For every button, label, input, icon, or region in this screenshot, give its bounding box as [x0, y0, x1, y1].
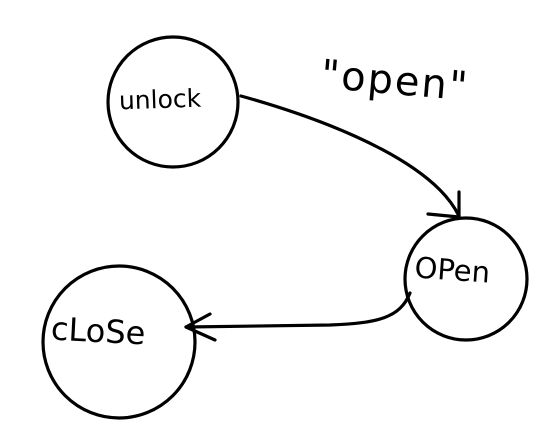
edge-unlock-to-open: "open": [239, 52, 471, 219]
node-close-circle: [41, 264, 197, 420]
edge-open-to-close-arrowhead: [184, 312, 217, 342]
node-close: cLoSe: [41, 264, 197, 420]
node-open-label: OPen: [413, 250, 491, 289]
edge-unlock-to-open-arrowhead: [426, 190, 461, 219]
node-unlock: unlock: [106, 35, 240, 169]
node-unlock-label: unlock: [118, 84, 202, 116]
edge-open-to-close: [184, 291, 412, 342]
node-unlock-circle: [106, 35, 240, 169]
edge-open-to-close-line: [184, 291, 412, 329]
edge-unlock-to-open-line: [239, 94, 461, 218]
node-close-label: cLoSe: [50, 310, 146, 353]
edge-unlock-to-open-label: "open": [319, 52, 471, 111]
node-open-circle: [403, 216, 529, 342]
node-open: OPen: [403, 216, 529, 342]
